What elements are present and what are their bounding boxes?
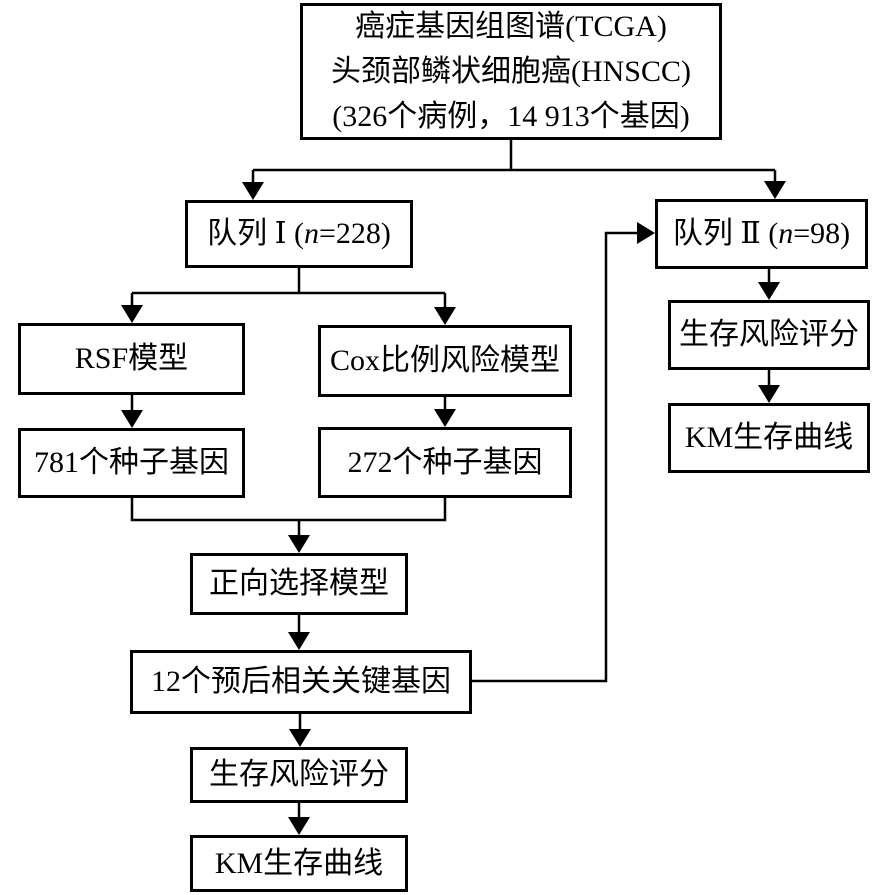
node-label: Cox比例风险模型 xyxy=(329,344,560,378)
node-label: 272个种子基因 xyxy=(347,445,543,479)
edge-genes12-score xyxy=(289,714,311,747)
node-label: 12个预后相关关键基因 xyxy=(151,665,451,699)
node-label: 癌症基因组图谱(TCGA) xyxy=(355,10,667,43)
edge-tcga-cohorts xyxy=(242,140,786,200)
node-label: =228) xyxy=(318,217,391,251)
node-rsf-model: RSF模型 xyxy=(18,323,245,395)
edge-cohort1-models xyxy=(121,268,456,325)
node-tcga-source: 癌症基因组图谱(TCGA) 头颈部鳞状细胞癌(HNSCC) (326个病例，14… xyxy=(300,3,722,140)
node-risk-score-left: 生存风险评分 xyxy=(190,747,408,803)
node-label: 781个种子基因 xyxy=(34,446,229,480)
node-label: 队列 Ⅱ ( xyxy=(672,217,779,251)
node-label: =98) xyxy=(793,217,851,251)
node-label: 头颈部鳞状细胞癌(HNSCC) xyxy=(330,55,691,88)
italic-n: n xyxy=(778,217,794,251)
node-risk-score-right: 生存风险评分 xyxy=(668,300,870,370)
node-seed-genes-272: 272个种子基因 xyxy=(318,427,572,498)
edge-cohort2-score xyxy=(758,269,780,300)
node-label: 生存风险评分 xyxy=(209,758,389,792)
node-label: RSF模型 xyxy=(74,342,189,376)
node-cohort-2: 队列 Ⅱ (n=98) xyxy=(655,199,868,269)
node-cohort-1: 队列 Ⅰ (n=228) xyxy=(185,200,413,268)
edge-rsf-seed781 xyxy=(121,395,143,428)
node-seed-genes-781: 781个种子基因 xyxy=(18,428,245,498)
italic-n: n xyxy=(303,217,319,251)
edge-cox-seed272 xyxy=(434,397,456,427)
node-label: 队列 Ⅰ ( xyxy=(207,217,304,251)
edge-score-km-right xyxy=(758,370,780,403)
node-label: 生存风险评分 xyxy=(679,318,859,352)
node-km-curve-left: KM生存曲线 xyxy=(190,835,408,892)
node-cox-model: Cox比例风险模型 xyxy=(318,325,572,397)
edge-genes12-cohort2 xyxy=(472,222,655,683)
node-label: 正向选择模型 xyxy=(209,567,389,601)
edge-score-km-left xyxy=(288,803,310,835)
node-forward-selection: 正向选择模型 xyxy=(190,553,408,615)
edge-seeds-forward xyxy=(130,498,447,553)
node-key-genes-12: 12个预后相关关键基因 xyxy=(130,650,472,714)
edge-forward-genes12 xyxy=(288,615,310,650)
node-label: (326个病例，14 913个基因) xyxy=(332,100,690,133)
node-label: KM生存曲线 xyxy=(214,846,384,880)
node-label: KM生存曲线 xyxy=(684,421,854,455)
node-km-curve-right: KM生存曲线 xyxy=(668,403,870,473)
